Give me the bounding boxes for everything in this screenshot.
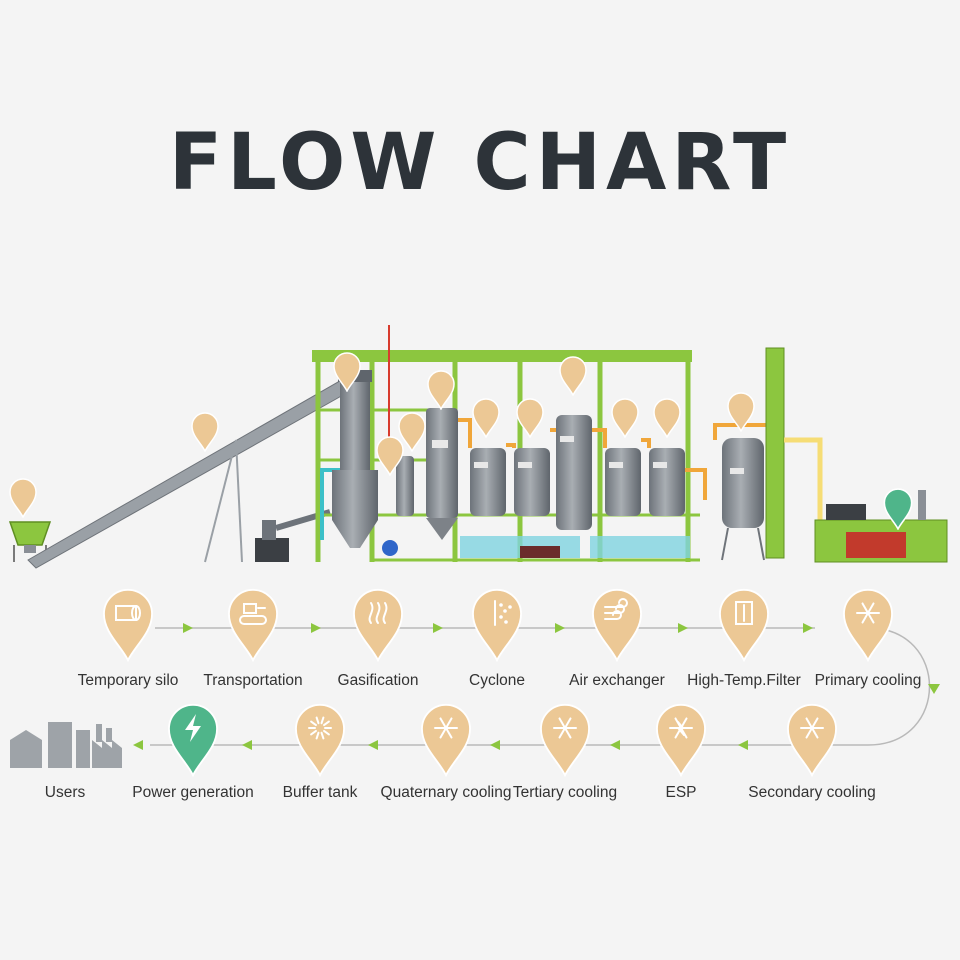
arrow-left-icon — [610, 740, 620, 750]
snowflake-icon — [553, 717, 577, 739]
step-label: Buffer tank — [282, 784, 358, 801]
pin-marker — [843, 588, 893, 662]
step-label: Primary cooling — [814, 672, 922, 689]
buildings-icon — [10, 722, 122, 768]
step-label: Gasification — [337, 672, 419, 689]
pin-marker — [540, 703, 590, 777]
step-label: Quaternary cooling — [380, 784, 512, 801]
loading-icon — [308, 716, 332, 740]
step-label: Cyclone — [469, 672, 525, 689]
pin-marker — [787, 703, 837, 777]
flow-step-6 — [719, 588, 769, 662]
step-label: Power generation — [132, 784, 254, 801]
arrow-right-icon — [555, 623, 565, 633]
pin-marker — [472, 588, 522, 662]
snowflake-icon — [434, 717, 458, 739]
flow-step-10 — [540, 703, 590, 777]
cyclone-icon — [494, 600, 512, 626]
pin-marker — [103, 588, 153, 662]
snowflake-icon — [800, 717, 824, 739]
step-label: Secondary cooling — [748, 784, 876, 801]
step-label: Transportation — [203, 672, 303, 689]
generator-set — [814, 490, 948, 563]
flow-step-9 — [656, 703, 706, 777]
flow-step-12 — [295, 703, 345, 777]
page-title: FLOW CHART — [168, 118, 792, 208]
flow-arrows — [133, 623, 940, 750]
arrow-left-icon — [738, 740, 748, 750]
flow-step-5 — [592, 588, 642, 662]
arrow-right-icon — [183, 623, 193, 633]
log-icon — [115, 605, 141, 621]
arrow-left-icon — [368, 740, 378, 750]
buffer-tank — [721, 438, 765, 561]
conveyor — [27, 377, 353, 569]
flow-step-11 — [421, 703, 471, 777]
exhaust-tower — [765, 347, 785, 559]
arrow-left-icon — [133, 740, 143, 750]
gasifier — [332, 370, 378, 548]
arrow-right-icon — [678, 623, 688, 633]
arrow-right-icon — [311, 623, 321, 633]
flow-step-1 — [103, 588, 153, 662]
pin-marker — [353, 588, 403, 662]
spark-icon — [669, 717, 693, 739]
pin-marker — [656, 703, 706, 777]
water-pool-2 — [590, 536, 690, 558]
silo-hopper — [8, 521, 52, 562]
arrow-left-icon — [242, 740, 252, 750]
flow-step-7 — [843, 588, 893, 662]
pin-marker — [295, 703, 345, 777]
cooling-tanks — [470, 415, 685, 530]
flow-step-8 — [787, 703, 837, 777]
step-label: Tertiary cooling — [512, 784, 618, 801]
step-label: High-Temp.Filter — [687, 672, 801, 689]
step-label: Temporary silo — [77, 672, 179, 689]
pin-marker — [592, 588, 642, 662]
wind-icon — [604, 598, 628, 620]
conveyor-icon — [239, 603, 267, 625]
flow-pins — [10, 588, 893, 777]
lightning-icon — [185, 714, 201, 742]
heat-waves-icon — [368, 602, 388, 624]
step-label: ESP — [665, 784, 697, 801]
arrow-right-icon — [433, 623, 443, 633]
pin-marker — [421, 703, 471, 777]
flow-step-13 — [168, 703, 218, 777]
filter-icon — [735, 601, 753, 625]
arrow-left-icon — [490, 740, 500, 750]
pump — [382, 540, 398, 556]
step-label: Air exchanger — [569, 672, 665, 689]
filter-column — [426, 408, 458, 540]
plant-illustration — [8, 325, 948, 569]
cyclone-unit — [396, 456, 414, 516]
arrow-down-icon — [928, 684, 940, 694]
pin-marker — [168, 703, 218, 777]
flow-step-4 — [472, 588, 522, 662]
flow-step-3 — [353, 588, 403, 662]
arrow-right-icon — [803, 623, 813, 633]
flow-step-2 — [228, 588, 278, 662]
step-label: Users — [44, 784, 86, 801]
snowflake-icon — [856, 602, 880, 624]
flow-step-14 — [10, 722, 122, 768]
